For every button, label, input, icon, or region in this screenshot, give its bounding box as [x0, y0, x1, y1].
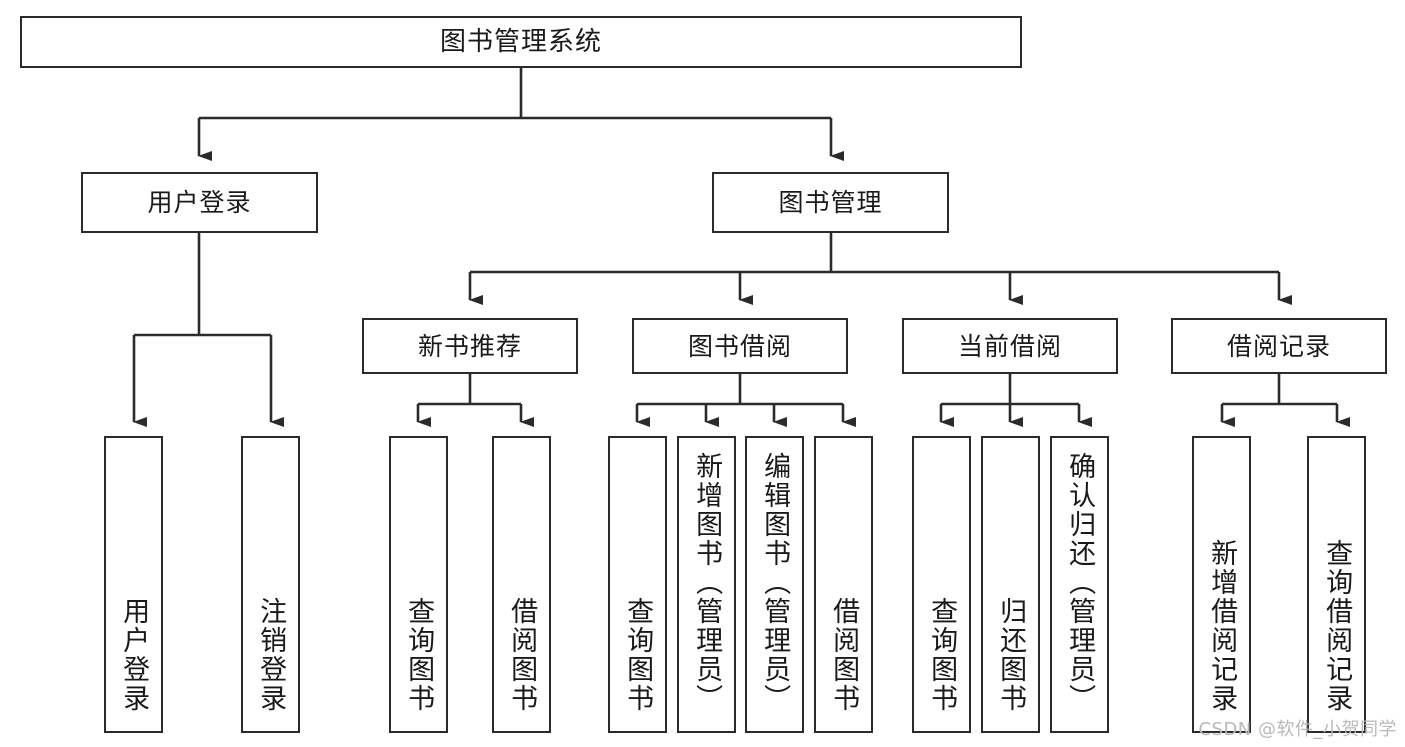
- node-user-login[interactable]: 用户登录: [81, 172, 318, 233]
- leaf-current-borrow-return[interactable]: 归还图书: [981, 436, 1040, 733]
- leaf-current-borrow-confirm-return[interactable]: 确认归还（管理员）: [1050, 436, 1109, 733]
- node-borrow-record[interactable]: 借阅记录: [1171, 318, 1387, 374]
- node-current-borrow[interactable]: 当前借阅: [902, 318, 1118, 374]
- leaf-label: 查询图书: [403, 597, 435, 713]
- leaf-label: 用户登录: [118, 597, 150, 713]
- leaf-book-borrow-edit[interactable]: 编辑图书（管理员）: [745, 436, 804, 733]
- leaf-borrow-record-query[interactable]: 查询借阅记录: [1307, 436, 1366, 733]
- leaf-label: 注销登录: [255, 597, 287, 713]
- leaf-book-borrow-query[interactable]: 查询图书: [608, 436, 667, 733]
- leaf-new-book-borrow[interactable]: 借阅图书: [492, 436, 551, 733]
- leaf-label: 归还图书: [995, 597, 1027, 713]
- node-label: 图书管理: [778, 188, 883, 217]
- leaf-label: 确认归还（管理员）: [1064, 452, 1096, 713]
- node-label: 借阅记录: [1226, 331, 1331, 361]
- leaf-label: 借阅图书: [828, 597, 860, 713]
- node-root-system[interactable]: 图书管理系统: [20, 16, 1022, 68]
- leaf-label: 查询图书: [622, 597, 654, 713]
- node-book-borrow[interactable]: 图书借阅: [632, 318, 848, 374]
- leaf-user-login-login[interactable]: 用户登录: [104, 436, 163, 733]
- leaf-label: 新增图书（管理员）: [691, 452, 723, 713]
- node-label: 用户登录: [147, 188, 252, 217]
- node-label: 图书管理系统: [439, 27, 602, 57]
- leaf-borrow-record-add[interactable]: 新增借阅记录: [1192, 436, 1251, 733]
- node-label: 新书推荐: [417, 331, 522, 361]
- leaf-current-borrow-query[interactable]: 查询图书: [912, 436, 971, 733]
- leaf-new-book-query[interactable]: 查询图书: [389, 436, 448, 733]
- node-label: 当前借阅: [957, 331, 1062, 361]
- leaf-user-login-logout[interactable]: 注销登录: [241, 436, 300, 733]
- node-book-management[interactable]: 图书管理: [712, 172, 949, 233]
- leaf-label: 查询借阅记录: [1321, 539, 1353, 713]
- leaf-book-borrow-add[interactable]: 新增图书（管理员）: [677, 436, 736, 733]
- node-label: 图书借阅: [687, 331, 792, 361]
- leaf-label: 借阅图书: [506, 597, 538, 713]
- leaf-label: 查询图书: [926, 597, 958, 713]
- leaf-book-borrow-borrow[interactable]: 借阅图书: [814, 436, 873, 733]
- watermark-text: CSDN @软件_小贺同学: [1198, 719, 1397, 740]
- leaf-label: 编辑图书（管理员）: [759, 452, 791, 713]
- node-new-book-recommend[interactable]: 新书推荐: [362, 318, 578, 374]
- leaf-label: 新增借阅记录: [1206, 539, 1238, 713]
